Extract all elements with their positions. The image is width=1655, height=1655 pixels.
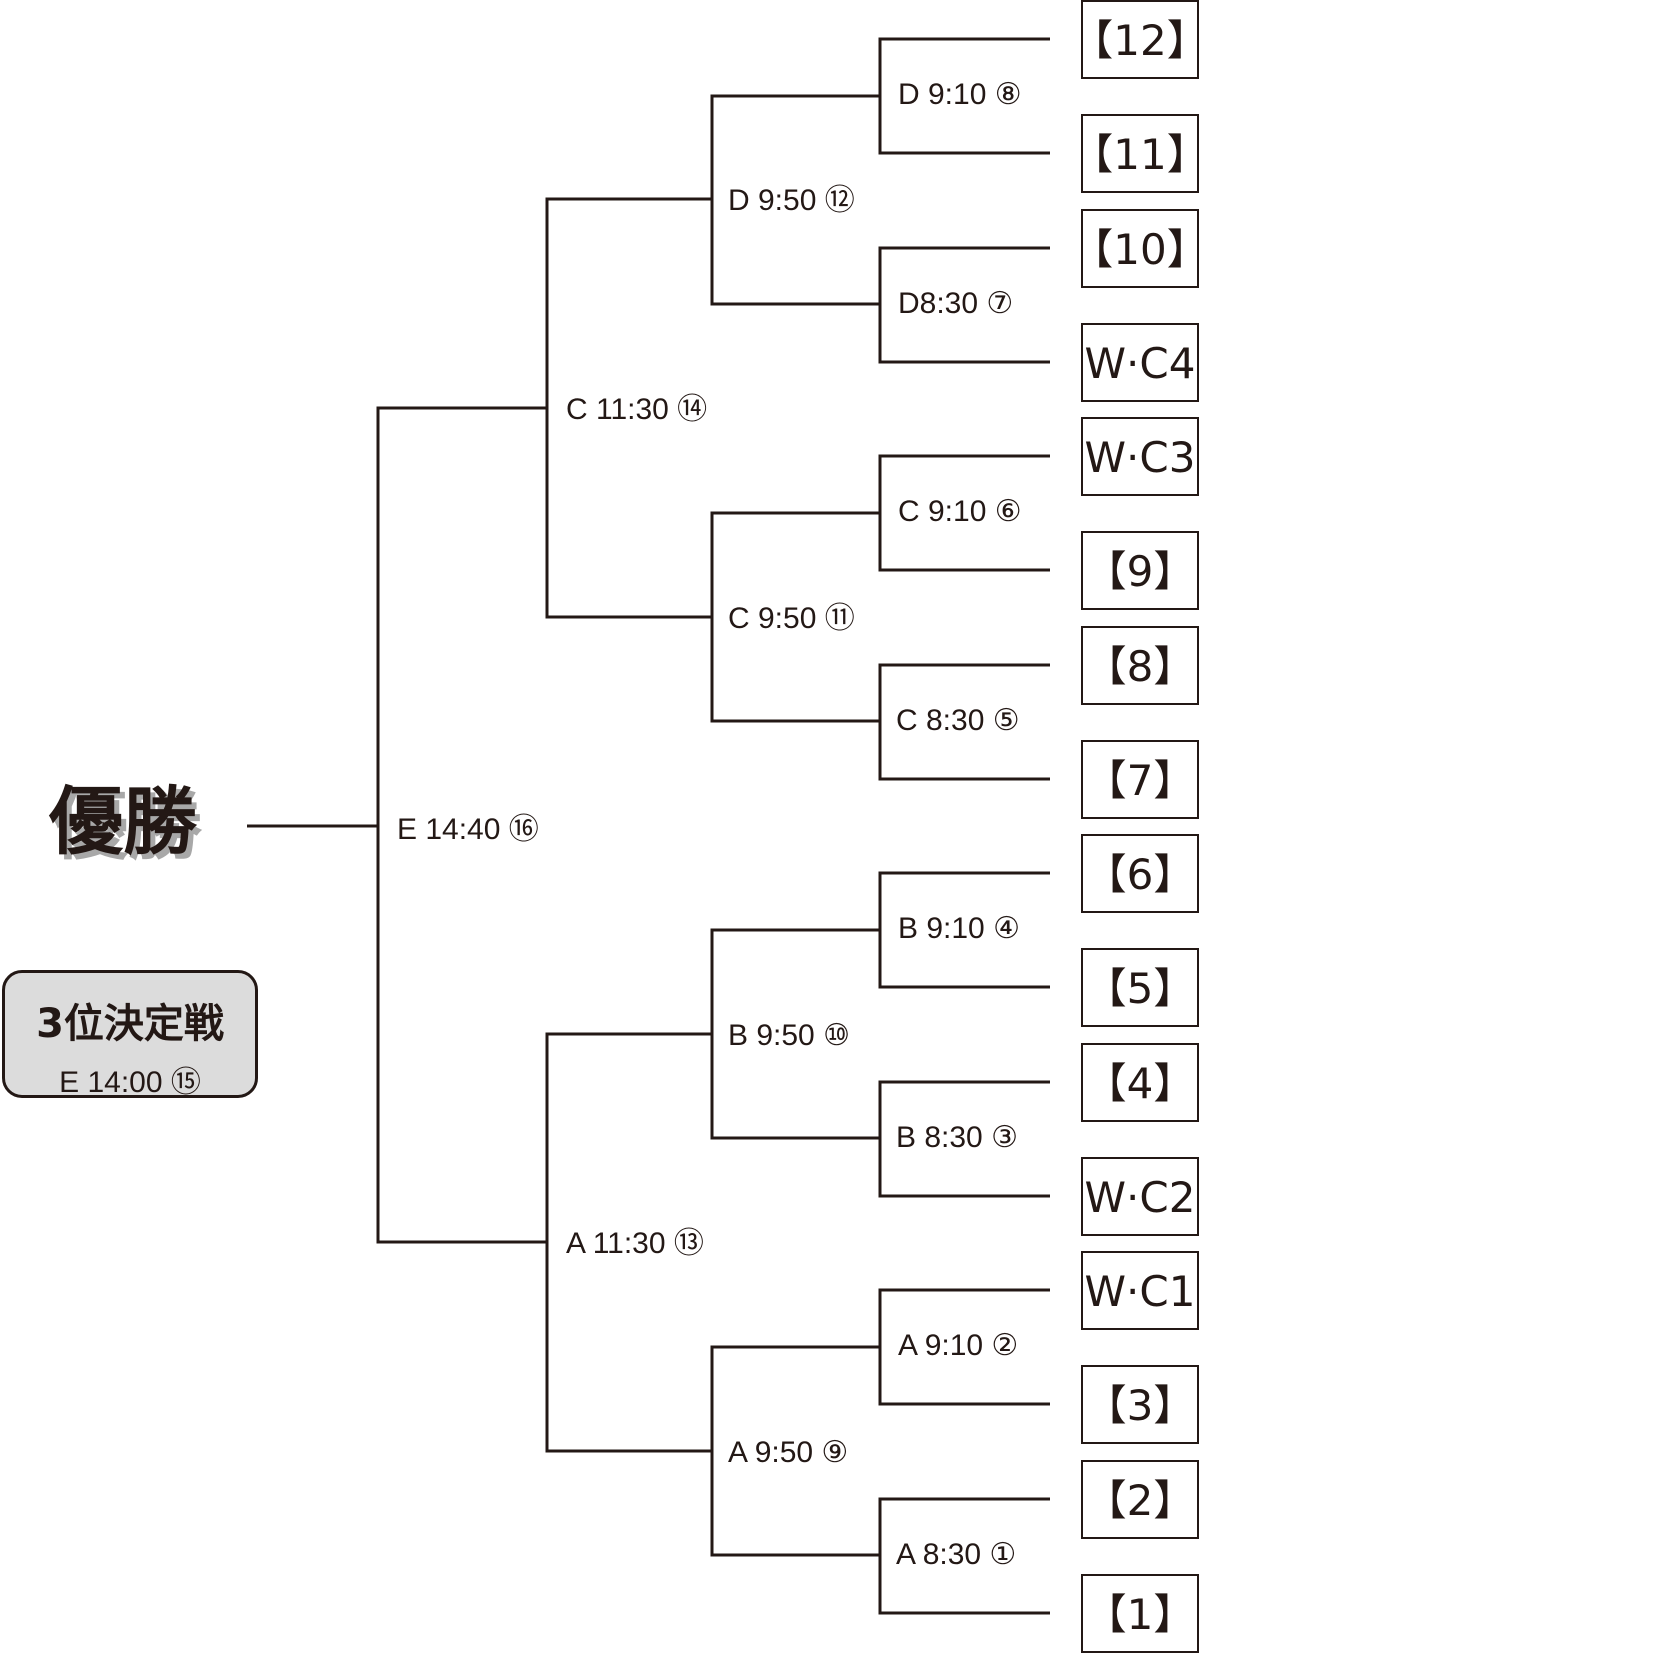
semifinal-bracket-upper [545, 197, 712, 619]
third-place-box: 3位決定戦 E 14:00 ⑮ [2, 970, 258, 1099]
third-place-match: E 14:00 ⑮ [59, 1066, 201, 1099]
first-round-label-2: D8:30 ⑦ [898, 287, 1013, 320]
seed-label: 【6】 [1085, 850, 1196, 899]
seed-label: 【5】 [1085, 964, 1196, 1013]
first-round-label-5: B 9:10 ④ [898, 912, 1020, 945]
champion-label: 優勝 [48, 779, 198, 865]
seed-label: W·C1 [1085, 1267, 1196, 1316]
seed-box-wc2: W·C2 [1081, 1157, 1199, 1236]
quarterfinal-bracket-2 [710, 511, 880, 723]
first-round-label-1: D 9:10 ⑧ [898, 78, 1022, 111]
seed-label: 【3】 [1085, 1381, 1196, 1430]
quarterfinal-bracket-3 [710, 928, 880, 1140]
seed-box-wc1: W·C1 [1081, 1251, 1199, 1330]
first-round-label-6: B 8:30 ③ [896, 1121, 1018, 1154]
seed-box-7: 【7】 [1081, 740, 1199, 819]
first-round-bracket-7 [878, 1288, 1050, 1406]
seed-label: 【4】 [1085, 1059, 1196, 1108]
first-round-bracket-4 [878, 663, 1050, 781]
seed-box-wc4: W·C4 [1081, 323, 1199, 402]
third-place-title: 3位決定戦 [36, 1001, 224, 1047]
first-round-label-3: C 9:10 ⑥ [898, 495, 1022, 528]
seed-label: 【7】 [1085, 756, 1196, 805]
quarterfinal-label-2: C 9:50 ⑪ [728, 602, 855, 635]
quarterfinal-bracket-1 [710, 94, 880, 306]
first-round-label-8: A 8:30 ① [896, 1538, 1016, 1571]
champion-label-shadow: 優勝 [53, 784, 203, 870]
seed-box-3: 【3】 [1081, 1365, 1199, 1444]
first-round-bracket-3 [878, 454, 1050, 572]
first-round-bracket-5 [878, 871, 1050, 989]
seed-box-wc3: W·C3 [1081, 417, 1199, 496]
seed-box-12: 【12】 [1071, 0, 1209, 79]
seed-label: W·C4 [1085, 339, 1196, 388]
seed-box-8: 【8】 [1081, 626, 1199, 705]
first-round-bracket-1 [878, 37, 1050, 155]
seed-label: 【12】 [1071, 16, 1208, 65]
seed-label: 【8】 [1085, 642, 1196, 691]
seed-box-10: 【10】 [1071, 209, 1209, 288]
seed-label: 【2】 [1085, 1476, 1196, 1525]
seed-label: 【10】 [1071, 225, 1208, 274]
semifinal-label-lower: A 11:30 ⑬ [566, 1227, 704, 1260]
quarterfinal-bracket-4 [710, 1345, 880, 1557]
seed-box-6: 【6】 [1081, 834, 1199, 913]
seed-label: 【1】 [1085, 1590, 1196, 1639]
quarterfinal-label-1: D 9:50 ⑫ [728, 184, 855, 217]
seed-box-11: 【11】 [1071, 114, 1209, 193]
quarterfinal-label-3: B 9:50 ⑩ [728, 1019, 850, 1052]
quarterfinal-label-4: A 9:50 ⑨ [728, 1436, 848, 1469]
seed-label: W·C2 [1085, 1173, 1196, 1222]
seed-box-4: 【4】 [1081, 1043, 1199, 1122]
first-round-bracket-2 [878, 246, 1050, 364]
seed-label: 【9】 [1085, 547, 1196, 596]
semifinal-label-upper: C 11:30 ⑭ [566, 393, 707, 426]
first-round-bracket-8 [878, 1497, 1050, 1615]
seed-box-5: 【5】 [1081, 948, 1199, 1027]
seed-label: W·C3 [1085, 433, 1196, 482]
final-match-label: E 14:40 ⑯ [397, 813, 539, 846]
seed-box-9: 【9】 [1081, 531, 1199, 610]
semifinal-bracket-lower [545, 1032, 712, 1453]
seed-box-1: 【1】 [1081, 1574, 1199, 1653]
first-round-label-4: C 8:30 ⑤ [896, 704, 1020, 737]
first-round-bracket-6 [878, 1080, 1050, 1198]
seed-label: 【11】 [1071, 130, 1208, 179]
final-bracket [376, 406, 547, 1244]
seed-box-2: 【2】 [1081, 1460, 1199, 1539]
first-round-label-7: A 9:10 ② [898, 1329, 1018, 1362]
